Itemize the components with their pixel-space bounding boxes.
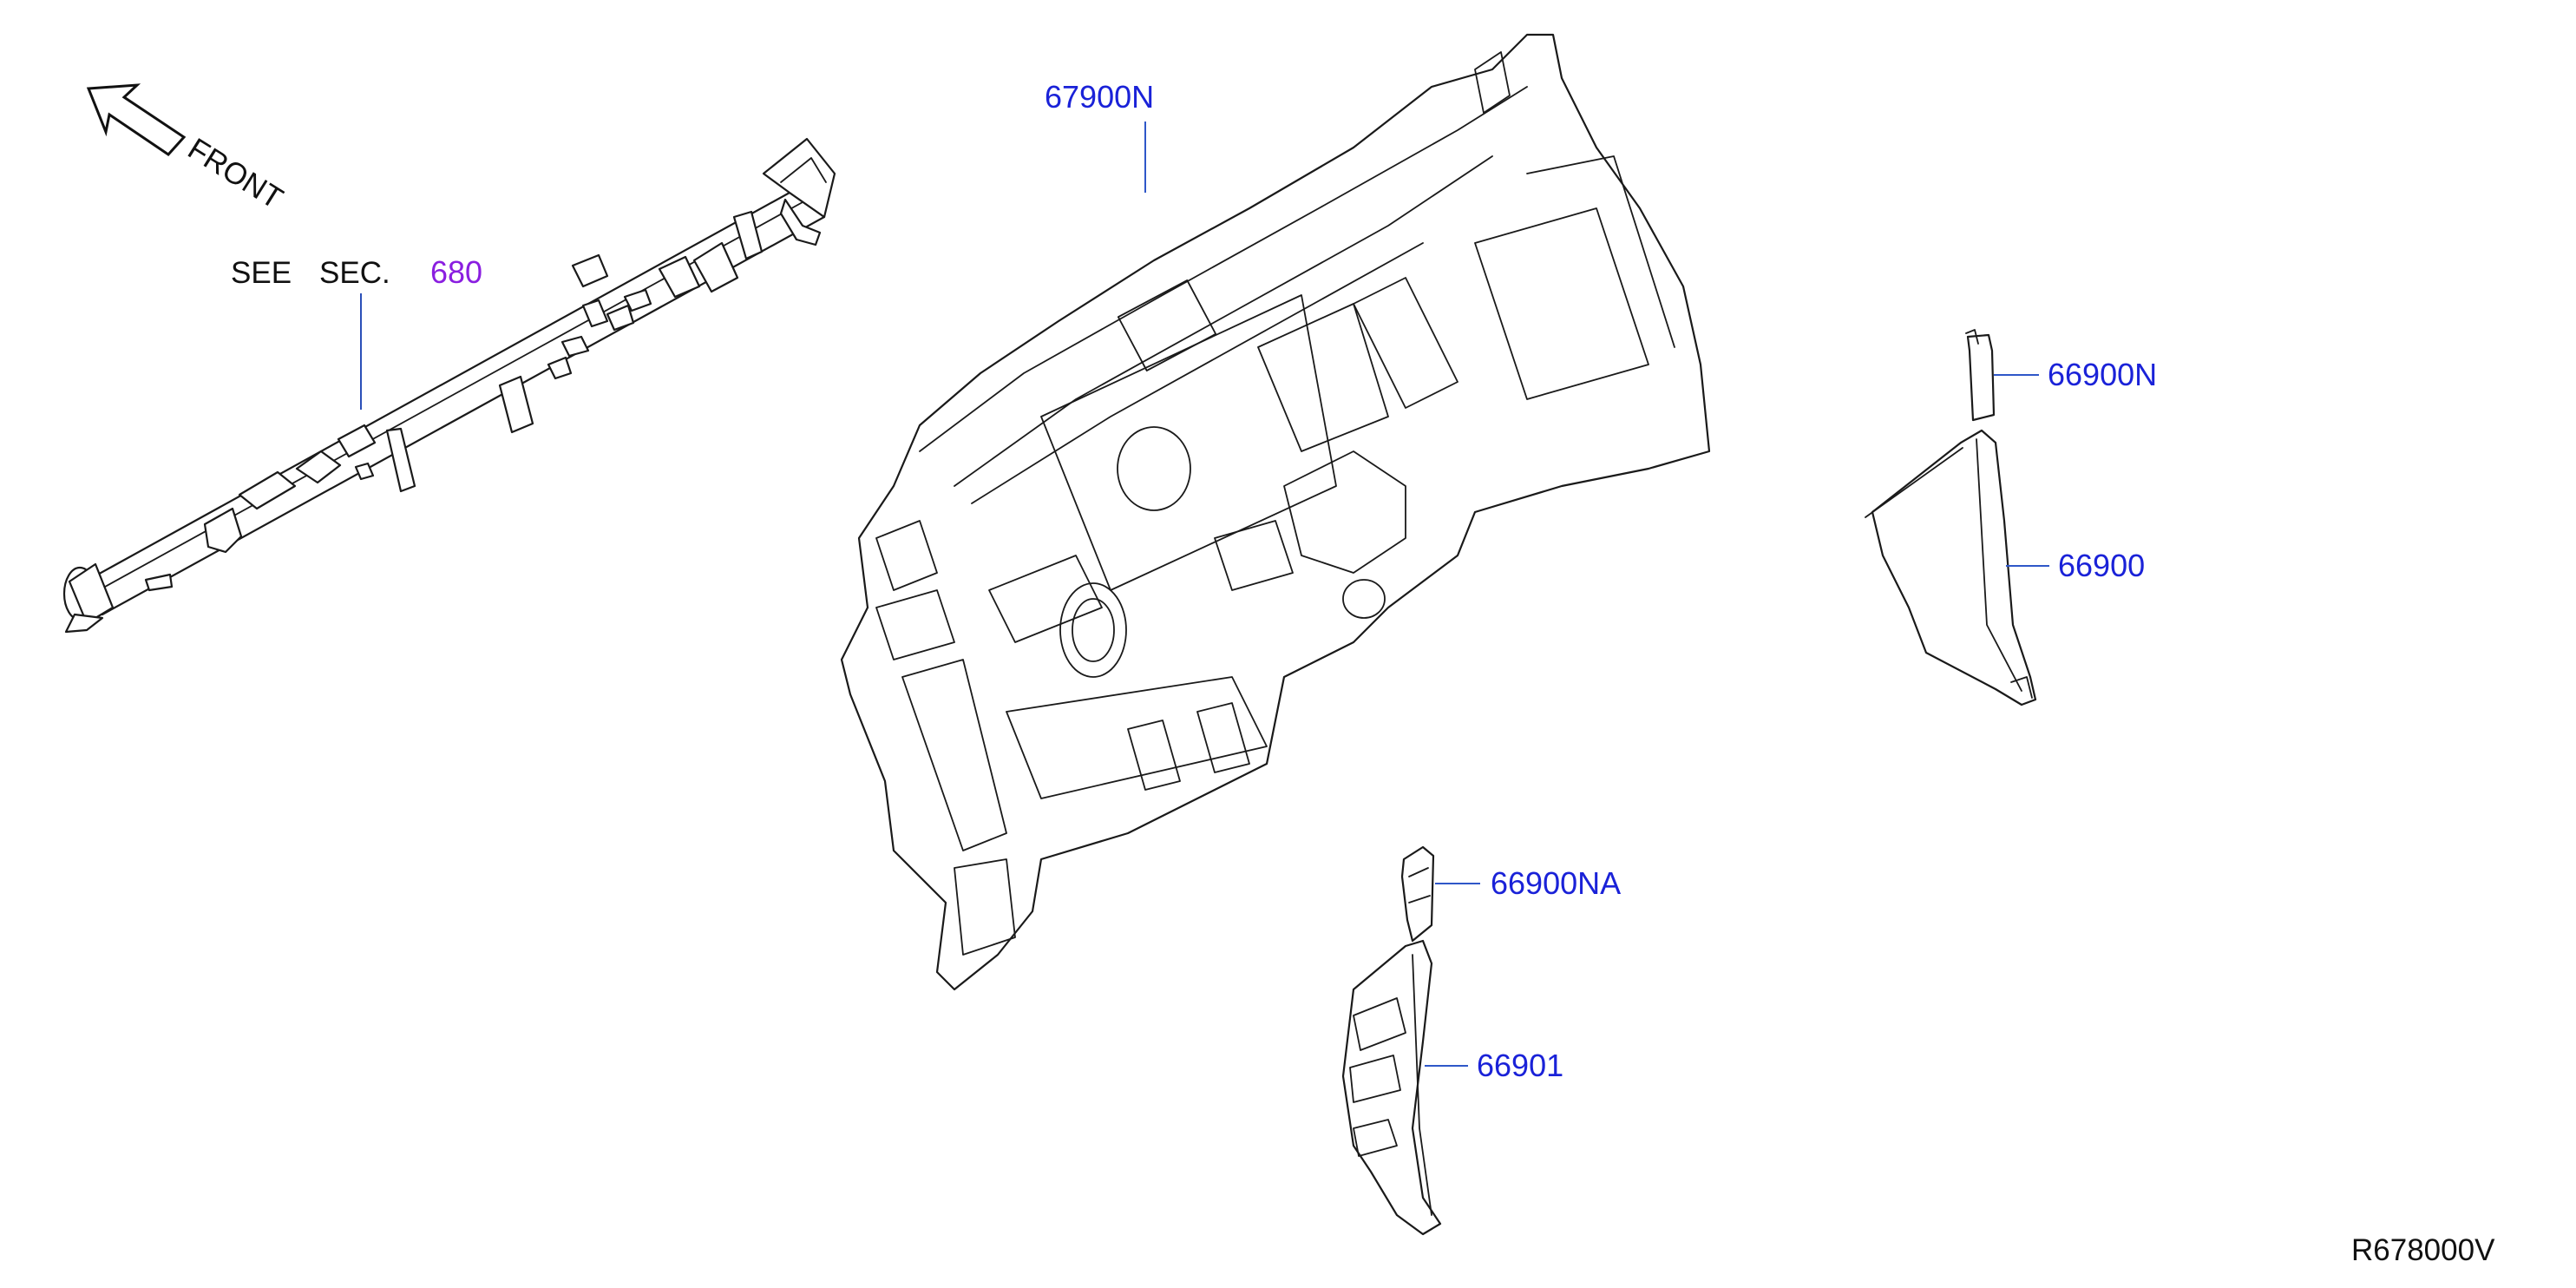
callout-66900NA[interactable]: 66900NA (1491, 865, 1621, 901)
callout-66900[interactable]: 66900 (2058, 548, 2145, 583)
steering-member-part (62, 137, 836, 634)
upper-pad-left-part (1400, 845, 1435, 943)
side-insulator-right-part (1865, 429, 2037, 706)
front-arrow-icon (86, 83, 187, 156)
front-label: FRONT (182, 132, 289, 216)
see-label: SEE (231, 256, 292, 290)
side-insulator-left-part (1341, 939, 1442, 1236)
callout-66900N[interactable]: 66900N (2048, 357, 2157, 392)
section-ref-680[interactable]: 680 (430, 254, 482, 290)
diagram-code: R678000V (2351, 1233, 2495, 1267)
callout-67900N[interactable]: 67900N (1045, 79, 1154, 115)
callout-66901[interactable]: 66901 (1477, 1048, 1563, 1083)
sec-label: SEC. (319, 256, 390, 290)
upper-pad-right-part (1965, 329, 1996, 422)
dash-insulator-part (840, 33, 1711, 991)
